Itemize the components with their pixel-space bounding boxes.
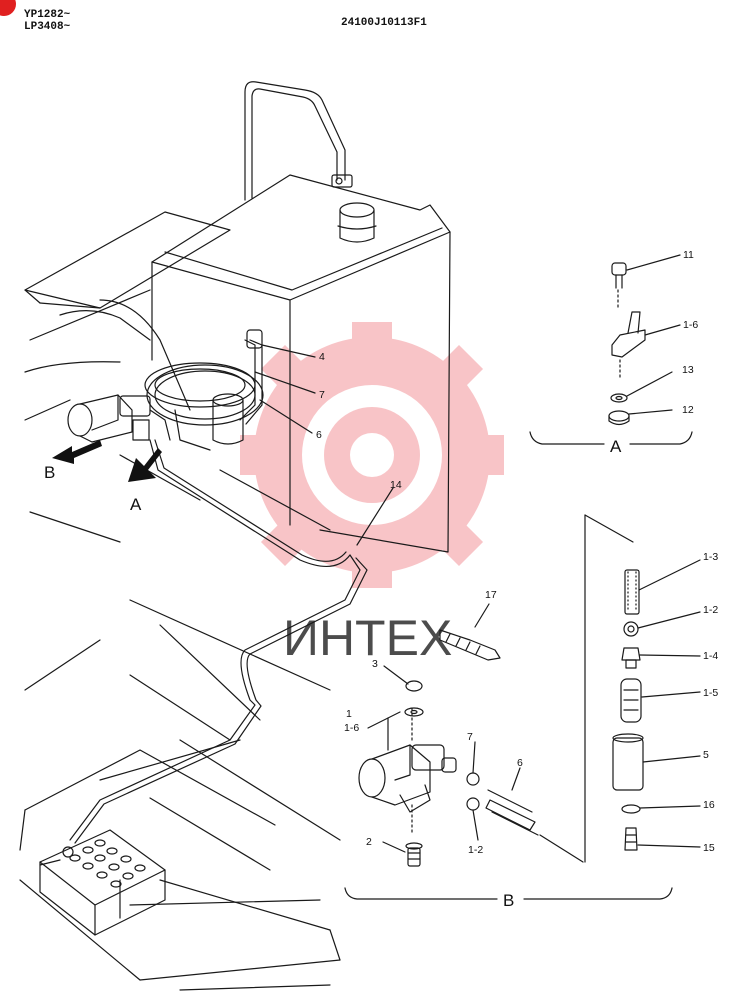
filter-assembly-installed [67, 394, 171, 443]
detail-a-title: A [610, 437, 622, 456]
view-arrow-label-a: A [130, 495, 142, 514]
callout-2: 2 [366, 836, 372, 848]
view-arrow-label-b: B [44, 463, 55, 482]
callout-1-6-a: 1-6 [683, 319, 698, 331]
callout-11: 11 [683, 249, 694, 261]
callout-6-a: 6 [316, 429, 322, 441]
pump-leaders [367, 603, 521, 853]
callout-12: 12 [682, 404, 694, 416]
callout-16: 16 [703, 799, 715, 811]
filter-parts-exploded [612, 569, 644, 851]
tube-14 [69, 299, 368, 844]
filter-parts-leaders [637, 559, 701, 848]
callout-4: 4 [319, 351, 325, 363]
callout-1-4: 1-4 [703, 650, 718, 662]
corner-badge [0, 0, 16, 16]
view-arrows [52, 440, 162, 482]
hydraulic-hoses [144, 329, 264, 451]
callout-1-3: 1-3 [703, 551, 718, 563]
detail-a-frame [529, 431, 693, 445]
callout-1-5: 1-5 [703, 687, 718, 699]
detail-b-title: B [503, 891, 514, 910]
callout-6-b: 6 [517, 757, 523, 769]
detail-b-bracket [344, 514, 673, 900]
watermark-logo [240, 322, 504, 588]
battery [39, 829, 166, 936]
detail-a-leaders [626, 254, 681, 415]
callout-13: 13 [682, 364, 694, 376]
pump-assembly-exploded [358, 629, 539, 867]
detail-a-parts [608, 262, 646, 426]
machine-body [19, 211, 341, 991]
arrow-a-icon [128, 448, 162, 482]
hydraulic-tank [151, 174, 451, 553]
watermark-text: ИНТЕХ [283, 610, 452, 666]
callout-1-2-a: 1-2 [703, 604, 718, 616]
callouts: 11 1-6 13 12 4 7 6 14 1-3 1-2 1-4 1-5 5 … [316, 249, 718, 856]
arrow-b-icon [52, 440, 102, 464]
handrail [244, 81, 353, 201]
callout-14: 14 [390, 479, 402, 491]
callout-5: 5 [703, 749, 709, 761]
main-leaders [254, 344, 394, 546]
drawing-number: 24100J10113F1 [341, 17, 427, 29]
callout-17: 17 [485, 589, 497, 601]
callout-15: 15 [703, 842, 715, 854]
serial-line-2: LP3408~ [24, 21, 71, 33]
callout-1: 1 [346, 708, 352, 720]
serial-line-1: YP1282~ [24, 9, 71, 21]
callout-7-b: 7 [467, 731, 473, 743]
callout-3: 3 [372, 658, 378, 670]
callout-1-6-b: 1-6 [344, 722, 359, 734]
callout-7-a: 7 [319, 389, 325, 401]
callout-1-2-b: 1-2 [468, 844, 483, 856]
